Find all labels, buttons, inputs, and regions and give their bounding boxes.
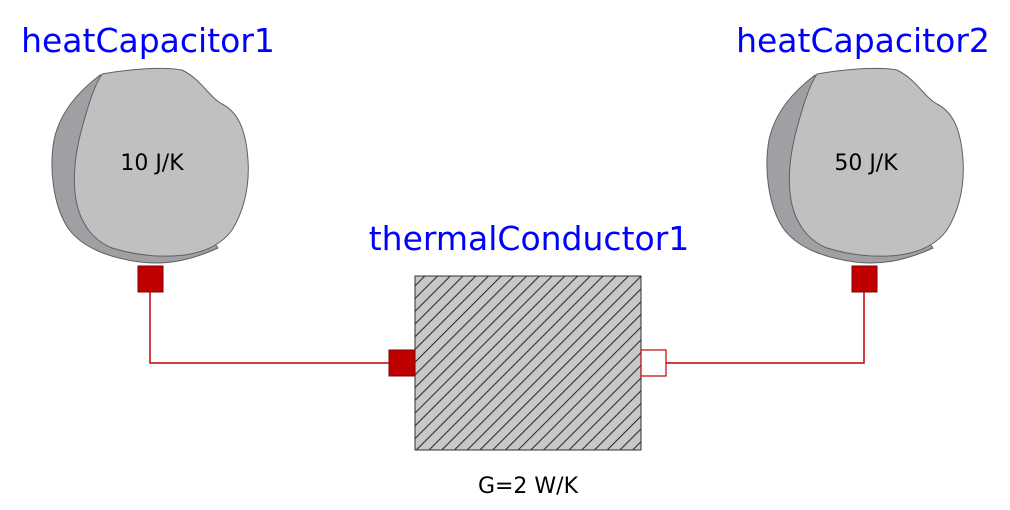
heat-capacitor-1-body bbox=[73, 67, 249, 257]
heat-capacitor-2[interactable]: heatCapacitor2 50 J/K bbox=[736, 21, 990, 293]
heat-capacitor-1-port[interactable] bbox=[137, 265, 164, 293]
heat-capacitor-2-body bbox=[788, 67, 964, 257]
heat-capacitor-2-parameter: 50 J/K bbox=[834, 151, 898, 176]
connection-left[interactable] bbox=[149, 292, 402, 364]
heat-capacitor-2-name: heatCapacitor2 bbox=[736, 21, 990, 60]
thermal-conductor-1-port-a[interactable] bbox=[388, 349, 416, 377]
thermal-conductor-1-port-b[interactable] bbox=[640, 349, 667, 377]
thermal-conductor-1-name: thermalConductor1 bbox=[369, 219, 690, 258]
heat-capacitor-1-name: heatCapacitor1 bbox=[21, 21, 275, 60]
thermal-conductor-1[interactable]: thermalConductor1 G=2 W/K bbox=[369, 219, 690, 499]
connection-right[interactable] bbox=[653, 292, 865, 364]
heat-capacitor-1-parameter: 10 J/K bbox=[120, 151, 184, 176]
heat-capacitor-1[interactable]: heatCapacitor1 10 J/K bbox=[21, 21, 275, 293]
thermal-conductor-1-parameter: G=2 W/K bbox=[478, 474, 579, 499]
thermal-conductor-1-body bbox=[414, 275, 642, 451]
heat-capacitor-2-port[interactable] bbox=[851, 265, 878, 293]
